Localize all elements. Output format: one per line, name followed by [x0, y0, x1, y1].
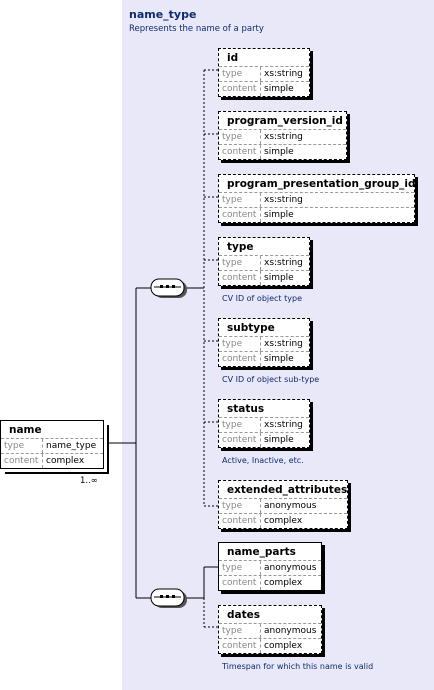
content-value: simple	[264, 147, 294, 157]
element-name: id	[227, 52, 239, 64]
type-value: anonymous	[264, 626, 317, 636]
type-value: xs:string	[264, 420, 303, 430]
type-label: type	[219, 418, 261, 432]
complex-type-title: name_type	[129, 8, 197, 21]
content-value: complex	[264, 641, 303, 651]
type-value: name_type	[46, 441, 97, 451]
content-label: content	[219, 145, 261, 159]
type-label: type	[219, 193, 261, 207]
type-label: type	[219, 499, 261, 513]
content-label: content	[219, 208, 261, 222]
content-value: simple	[264, 354, 294, 364]
element-name: name	[9, 424, 42, 436]
content-value: complex	[46, 456, 85, 466]
content-value: simple	[264, 84, 294, 94]
type-value: xs:string	[264, 339, 303, 349]
sequence-compositor-icon	[150, 588, 187, 608]
sequence-compositor-icon	[150, 278, 187, 298]
content-label: content	[1, 454, 43, 468]
element-description: CV ID of object type	[222, 294, 302, 303]
content-label: content	[219, 82, 261, 96]
type-label: type	[219, 561, 261, 575]
type-label: type	[219, 67, 261, 81]
content-value: simple	[264, 435, 294, 445]
element-description: CV ID of object sub-type	[222, 375, 320, 384]
content-value: simple	[264, 273, 294, 283]
content-label: content	[219, 271, 261, 285]
type-value: xs:string	[264, 258, 303, 268]
complex-type-description: Represents the name of a party	[129, 24, 264, 34]
type-label: type	[219, 624, 261, 638]
element-name: status	[227, 403, 265, 415]
element-name: subtype	[227, 322, 275, 334]
content-value: complex	[264, 516, 303, 526]
type-value: xs:string	[264, 69, 303, 79]
content-label: content	[219, 514, 261, 528]
element-name: extended_attributes	[227, 484, 348, 496]
element-description: Timespan for which this name is valid	[222, 662, 374, 671]
type-label: type	[1, 439, 43, 453]
element-name: dates	[227, 609, 260, 621]
element-name: type	[227, 241, 254, 253]
element-name: name_parts	[227, 546, 296, 558]
type-label: type	[219, 337, 261, 351]
type-value: anonymous	[264, 501, 317, 511]
element-name: program_version_id	[227, 115, 343, 127]
content-label: content	[219, 433, 261, 447]
element-name: program_presentation_group_id	[227, 178, 416, 190]
type-value: xs:string	[264, 195, 303, 205]
type-label: type	[219, 130, 261, 144]
type-value: xs:string	[264, 132, 303, 142]
type-value: anonymous	[264, 563, 317, 573]
content-value: complex	[264, 578, 303, 588]
content-label: content	[219, 639, 261, 653]
type-label: type	[219, 256, 261, 270]
content-value: simple	[264, 210, 294, 220]
cardinality: 1..∞	[80, 476, 98, 486]
element-description: Active, Inactive, etc.	[222, 456, 304, 465]
content-label: content	[219, 352, 261, 366]
content-label: content	[219, 576, 261, 590]
